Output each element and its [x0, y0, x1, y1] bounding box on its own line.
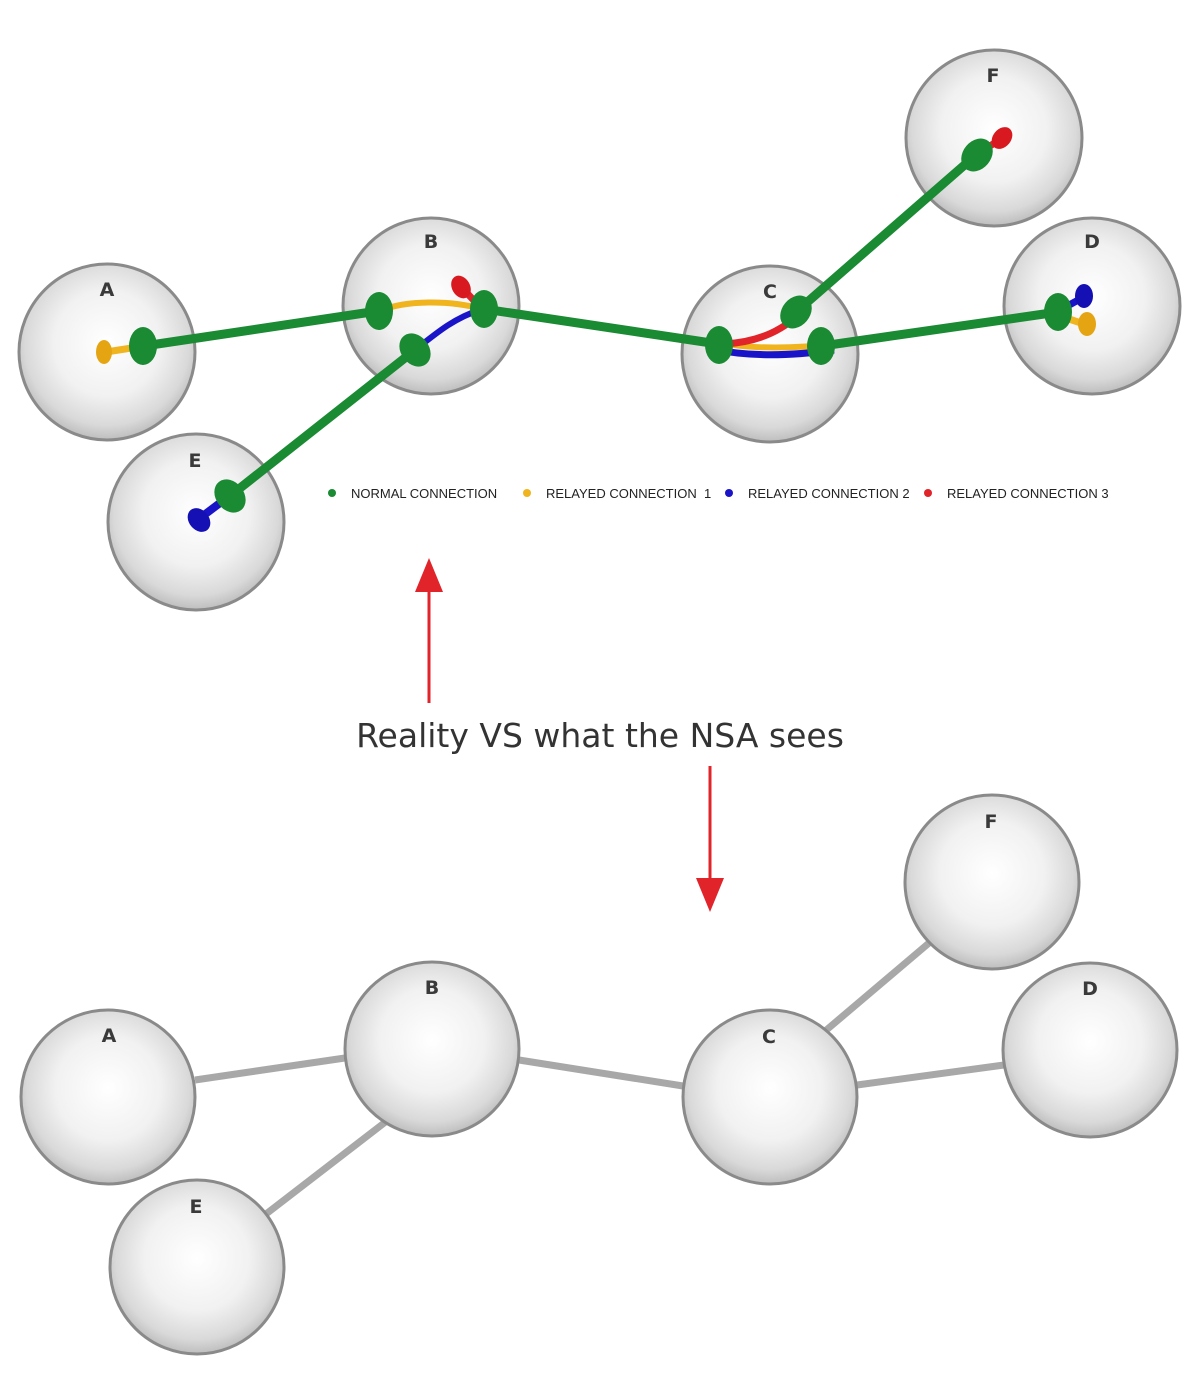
node-e-label-bottom: E: [190, 1196, 203, 1218]
plain-link-c-f: [821, 940, 932, 1035]
normal-link-a-b: [139, 306, 383, 351]
reality-diagram: A B C D E F: [17, 48, 1182, 612]
node-a-label-bottom: A: [102, 1025, 117, 1047]
connector-b-left: [365, 292, 393, 330]
legend: NORMAL CONNECTION RELAYED CONNECTION 1 R…: [328, 486, 1109, 501]
legend-label-relay2: RELAYED CONNECTION 2: [748, 486, 910, 501]
connector-b-lower: [399, 333, 431, 367]
node-b-label: B: [424, 231, 438, 253]
nsa-view-diagram: A B C D E F: [19, 793, 1179, 1356]
bottom-links: [194, 940, 1005, 1217]
plain-link-c-d: [856, 1061, 1005, 1089]
node-e-label: E: [189, 450, 202, 472]
node-b-sphere: [341, 216, 521, 396]
caption-text: Reality VS what the NSA sees: [356, 716, 844, 755]
relay2-end-d: [1075, 284, 1093, 308]
legend-dot-relay3: [924, 489, 932, 497]
node-a-sphere-bottom: [19, 1008, 197, 1186]
node-d-sphere: [1002, 216, 1182, 396]
node-f-label: F: [987, 65, 1000, 87]
connector-c-upper: [780, 295, 812, 329]
plain-link-b-c: [518, 1056, 684, 1090]
top-spheres: [17, 48, 1182, 612]
normal-link-b-c: [479, 304, 723, 349]
connector-a: [129, 327, 157, 365]
connector-f: [961, 138, 993, 172]
normal-link-e-b: [225, 345, 420, 501]
bottom-spheres: [19, 793, 1179, 1356]
top-node-labels: A B C D E F: [100, 65, 1100, 472]
legend-dot-relay2: [725, 489, 733, 497]
relay3-end-b: [451, 275, 471, 299]
plain-link-b-e: [263, 1117, 391, 1217]
normal-link-c-d: [817, 307, 1063, 351]
connector-b-right: [470, 290, 498, 328]
node-d-sphere-bottom: [1001, 961, 1179, 1139]
relay1-end-d: [1078, 312, 1096, 336]
node-f-sphere-bottom: [903, 793, 1081, 971]
node-c-label-bottom: C: [762, 1026, 776, 1048]
legend-dot-normal: [328, 489, 336, 497]
node-c-sphere-bottom: [681, 1008, 859, 1186]
node-a-label: A: [100, 279, 115, 301]
node-b-sphere-bottom: [343, 960, 521, 1138]
down-arrow-head: [696, 878, 724, 912]
plain-link-a-b: [194, 1054, 346, 1084]
up-arrow-head: [415, 558, 443, 592]
node-e-sphere-bottom: [108, 1178, 286, 1356]
relay1-end-a: [96, 340, 112, 364]
legend-label-relay3: RELAYED CONNECTION 3: [947, 486, 1109, 501]
node-c-label: C: [763, 281, 777, 303]
relay3-end-f: [991, 127, 1013, 149]
legend-dot-relay1: [523, 489, 531, 497]
legend-label-normal: NORMAL CONNECTION: [351, 486, 497, 501]
connector-c-left: [705, 326, 733, 364]
legend-label-relay1: RELAYED CONNECTION 1: [546, 486, 711, 501]
node-d-label-bottom: D: [1082, 978, 1098, 1000]
caption-group: Reality VS what the NSA sees: [356, 558, 844, 912]
normal-connections: [129, 138, 1072, 513]
connector-e: [214, 479, 246, 513]
bottom-node-labels: A B C D E F: [102, 811, 1098, 1218]
node-d-label: D: [1084, 231, 1100, 253]
connector-c-right: [807, 327, 835, 365]
connector-d: [1044, 293, 1072, 331]
relay2-end-e: [187, 508, 211, 532]
node-b-label-bottom: B: [425, 977, 439, 999]
normal-link-c-f: [791, 150, 981, 317]
node-f-label-bottom: F: [985, 811, 998, 833]
